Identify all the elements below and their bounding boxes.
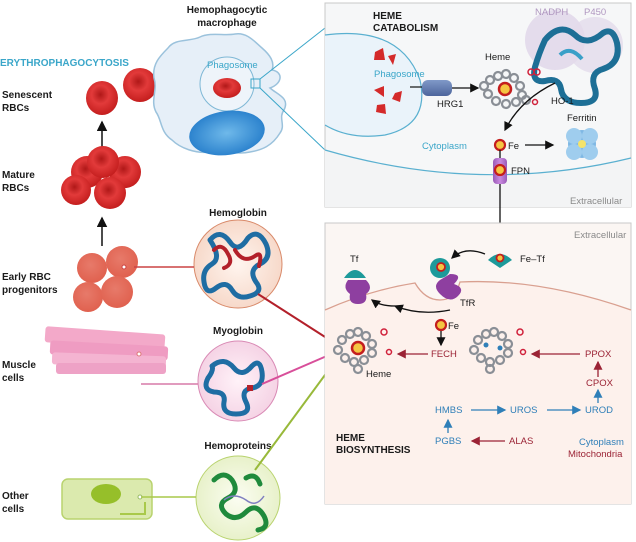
fech-label: FECH <box>431 349 457 360</box>
fpn-label: FPN <box>511 166 530 177</box>
ppox-label: PPOX <box>585 349 612 360</box>
urod-label: UROD <box>585 405 613 416</box>
tf-label: Tf <box>350 254 359 265</box>
heme-fragments <box>374 48 402 114</box>
nadph-label: NADPH <box>535 7 568 18</box>
hrg1-label: HRG1 <box>437 99 463 110</box>
zoom-box <box>250 78 261 89</box>
fe-biosynthesis-label: Fe <box>448 321 459 332</box>
catabolism-extracellular-label: Extracellular <box>570 196 622 207</box>
catabolism-phagosome-label: Phagosome <box>374 69 425 80</box>
hemoglobin-label: Hemoglobin <box>209 208 267 219</box>
mature-rbcs <box>61 146 141 209</box>
mitochondria-legend: Mitochondria <box>568 449 623 460</box>
fe-tf-label: Fe–Tf <box>520 254 545 265</box>
alas-label: ALAS <box>509 436 533 447</box>
catabolism-heme-molecule <box>478 68 541 110</box>
tf-free <box>344 270 370 304</box>
hmbs-label: HMBS <box>435 405 462 416</box>
cpox-label: CPOX <box>586 378 614 389</box>
fe-catabolism-label: Fe <box>508 141 519 152</box>
fe-biosynthesis <box>434 318 448 332</box>
catabolism-cytoplasm-label: Cytoplasm <box>422 141 467 152</box>
hrg1-transporter <box>422 80 452 96</box>
hemoproteins-label: Hemoproteins <box>204 441 272 452</box>
biosynthesis-heme-label: Heme <box>366 369 391 380</box>
muscle-cells <box>44 326 169 374</box>
uros-label: UROS <box>510 405 537 416</box>
ho1-structure <box>531 26 621 107</box>
early-rbc-progenitors <box>73 246 138 312</box>
fe-catabolism <box>493 138 507 152</box>
biosynthesis-heme-molecule <box>332 326 393 375</box>
other-cell <box>61 478 153 520</box>
ferritin-label: Ferritin <box>567 113 597 124</box>
senescent-rbcs <box>86 68 157 115</box>
hemoproteins-structure <box>195 455 281 541</box>
tfr-label: TfR <box>460 298 475 309</box>
myoglobin-structure <box>197 340 279 422</box>
p450-label: P450 <box>584 7 606 18</box>
hemoglobin-structure <box>193 219 283 309</box>
biosynthesis-extracellular-label: Extracellular <box>574 230 626 241</box>
myoglobin-label: Myoglobin <box>213 326 263 337</box>
cytoplasm-legend: Cytoplasm <box>579 437 624 448</box>
tfr-complex <box>430 258 462 300</box>
ferritin-structure <box>566 128 598 160</box>
protoporphyrin-molecule <box>468 326 527 375</box>
pgbs-label: PGBS <box>435 436 461 447</box>
catabolism-heme-label: Heme <box>485 52 510 63</box>
ho1-label: HO-1 <box>551 96 574 107</box>
erythrophagocytosis-title: ERYTHROPHAGOCYTOSIS <box>0 58 129 69</box>
macrophage-phagosome-label: Phagosome <box>207 60 258 71</box>
macrophage-nucleus <box>189 110 265 156</box>
